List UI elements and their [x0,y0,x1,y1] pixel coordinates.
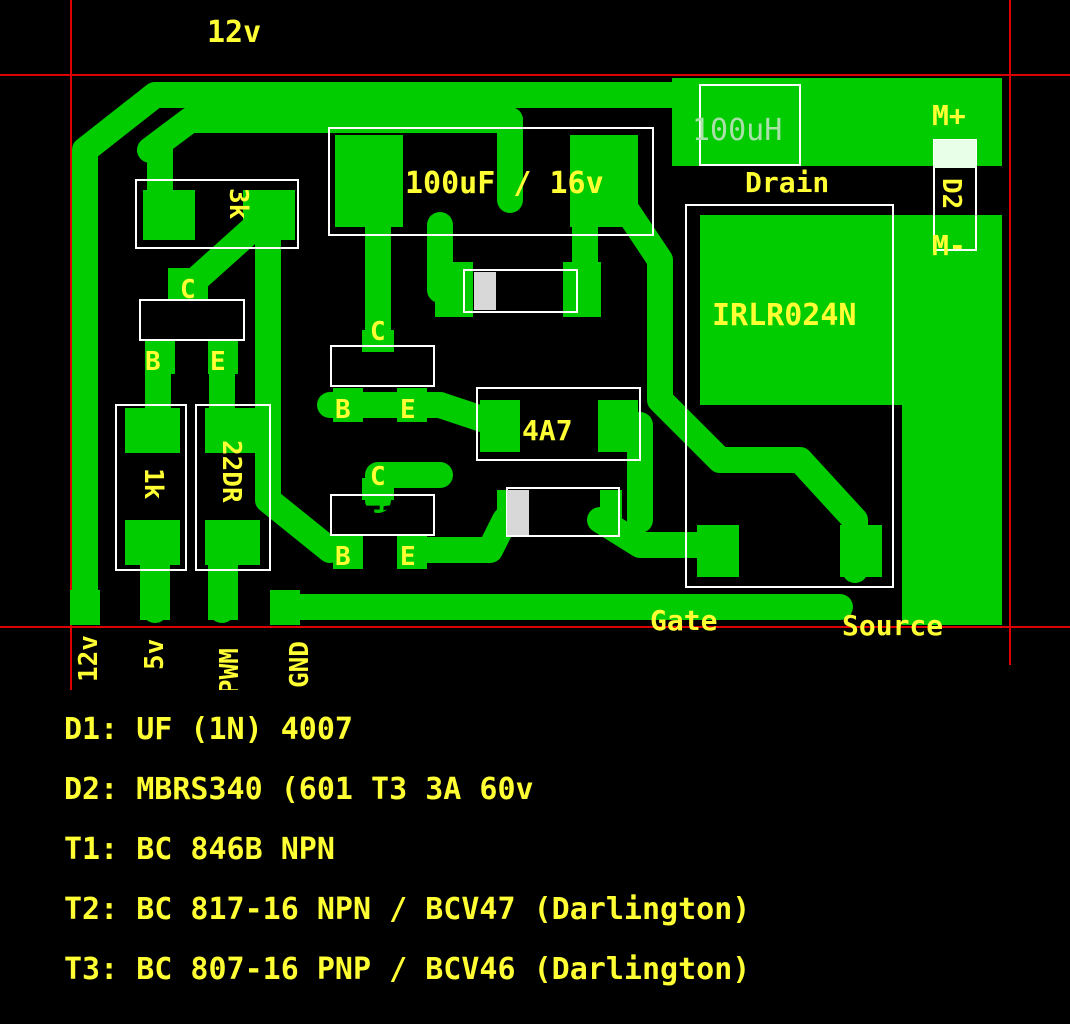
label-mplus: M+ [932,99,966,132]
label-4a7: 4A7 [522,414,573,447]
label-22r: 22DR [216,440,246,503]
guide-lines [0,0,1070,690]
t2-outline [330,345,435,387]
r4a7-outline [476,387,641,461]
label-1k: 1k [138,468,168,500]
label-pin-gnd: GND [285,641,315,688]
label-mminus: M- [932,229,966,262]
component-notes: D1: UF (1N) 4007 D2: MBRS340 (601 T3 3A … [64,700,750,1000]
diode-bands [474,140,976,535]
label-source: Source [842,609,943,642]
label-t1: T1 [172,308,208,343]
label-t3-c: C [370,462,386,492]
label-drain: Drain [745,166,829,199]
t1-outline [139,299,245,341]
silkscreen [115,84,977,588]
label-pin-pwm: PWM [215,648,245,690]
label-d1: D1 [545,500,579,533]
label-d2: D2 [936,178,966,209]
r3k-outline [135,179,299,249]
note-t3: T3: BC 807-16 PNP / BCV46 (Darlington) [64,952,751,987]
label-t3: T3 [363,501,399,536]
label-gate: Gate [650,604,717,637]
label-d3: D3 [512,276,546,309]
label-t2-e: E [400,395,416,425]
label-3k: 3k [223,188,253,220]
label-12v-top: 12v [207,15,261,50]
note-t1: T1: BC 846B NPN [64,832,335,867]
r1k-outline [115,404,187,571]
label-t1-b: B [145,347,161,377]
d3-outline [463,269,578,313]
label-t3-e: E [400,542,416,572]
note-t2: T2: BC 817-16 NPN / BCV47 (Darlington) [64,892,751,927]
label-mosfet: IRLR024N [712,298,857,333]
label-t1-e: E [210,347,226,377]
pcb-labels: 12v 100uF / 16v 100uH Drain M+ D2 M- 3k … [74,15,966,690]
note-d1: D1: UF (1N) 4007 [64,712,353,747]
label-t2-b: B [335,395,351,425]
inductor-outline [699,84,801,166]
label-t1-c: C [180,275,196,305]
label-inductor: 100uH [692,113,782,148]
t3-outline [330,494,435,536]
note-d2: D2: MBRS340 (601 T3 3A 60v [64,772,534,807]
label-t2: T2 [363,353,399,388]
pcb-layout: 12v 100uF / 16v 100uH Drain M+ D2 M- 3k … [0,0,1070,690]
mosfet-outline [685,204,894,588]
capacitor-outline [328,127,654,236]
label-t3-b: B [335,542,351,572]
r22r-outline [195,404,271,571]
label-pin-12v: 12v [74,635,104,682]
label-pin-5v: 5v [140,639,170,670]
label-t2-c: C [370,317,386,347]
label-capacitor: 100uF / 16v [405,166,604,201]
